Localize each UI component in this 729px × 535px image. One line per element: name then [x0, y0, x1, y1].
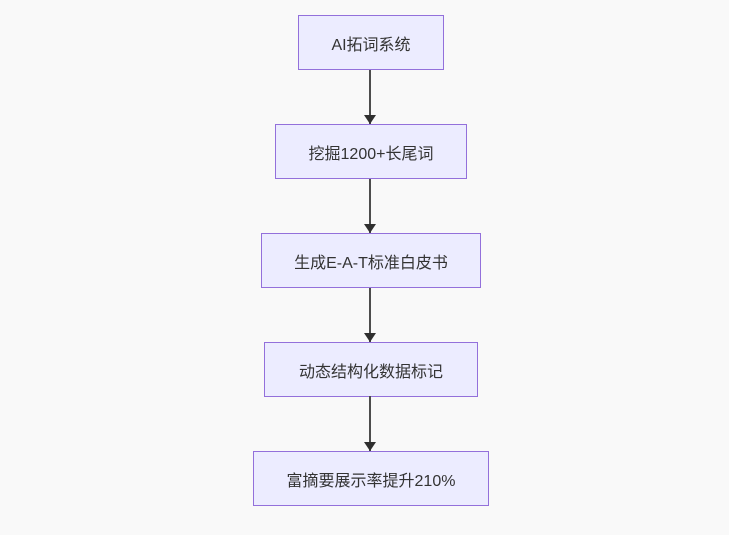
flow-node-dynamic-structured-data-markup: 动态结构化数据标记	[264, 342, 478, 397]
arrow-line	[369, 179, 371, 233]
flow-node-ai-word-expansion-system: AI拓词系统	[298, 15, 444, 70]
flow-node-label: 富摘要展示率提升210%	[286, 472, 456, 490]
arrowhead-down-icon	[364, 224, 376, 233]
arrowhead-down-icon	[364, 333, 376, 342]
flow-node-generate-eat-whitepaper: 生成E-A-T标准白皮书	[261, 233, 481, 288]
flow-node-label: 生成E-A-T标准白皮书	[294, 254, 448, 272]
flow-node-label: 挖掘1200+长尾词	[308, 145, 434, 163]
arrowhead-down-icon	[364, 115, 376, 124]
flow-node-mine-longtail-keywords: 挖掘1200+长尾词	[275, 124, 467, 179]
arrow-line	[369, 70, 371, 124]
flow-node-rich-snippet-rate-increase: 富摘要展示率提升210%	[253, 451, 489, 506]
arrow-line	[369, 288, 371, 342]
arrow-line	[369, 396, 371, 451]
flow-node-label: AI拓词系统	[331, 36, 411, 54]
arrowhead-down-icon	[364, 442, 376, 451]
flow-node-label: 动态结构化数据标记	[298, 363, 443, 381]
